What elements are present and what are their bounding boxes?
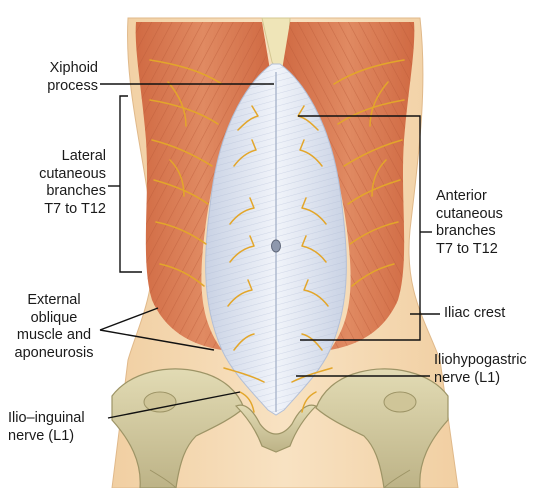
leader-external-oblique-muscle xyxy=(99,307,159,331)
leader-external-oblique-aponeurosis xyxy=(99,329,215,351)
right-acetabulum xyxy=(383,391,417,413)
pelvis xyxy=(111,368,449,488)
umbilicus xyxy=(271,239,281,253)
label-xiphoid-process: Xiphoid process xyxy=(47,60,98,94)
left-femur-edge xyxy=(149,469,177,488)
label-anterior-cutaneous-branches: Anterior cutaneous branches T7 to T12 xyxy=(436,188,503,257)
leader-anterior-bracket xyxy=(298,115,421,341)
right-femur-edge xyxy=(383,469,411,488)
label-iliac-crest: Iliac crest xyxy=(444,305,506,321)
leader-ilioinguinal xyxy=(107,391,241,419)
label-lateral-cutaneous-branches: Lateral cutaneous branches T7 to T12 xyxy=(39,148,106,217)
label-ilioinguinal-nerve: Ilio–inguinal nerve (L1) xyxy=(8,410,85,444)
pubic-bones xyxy=(234,404,318,453)
left-acetabulum xyxy=(143,391,177,413)
label-external-oblique: External oblique muscle and aponeurosis xyxy=(14,292,94,361)
leader-lateral-bracket xyxy=(119,95,142,273)
label-iliohypogastric-nerve: Iliohypogastric nerve (L1) xyxy=(434,352,527,386)
leader-lines xyxy=(99,83,440,419)
